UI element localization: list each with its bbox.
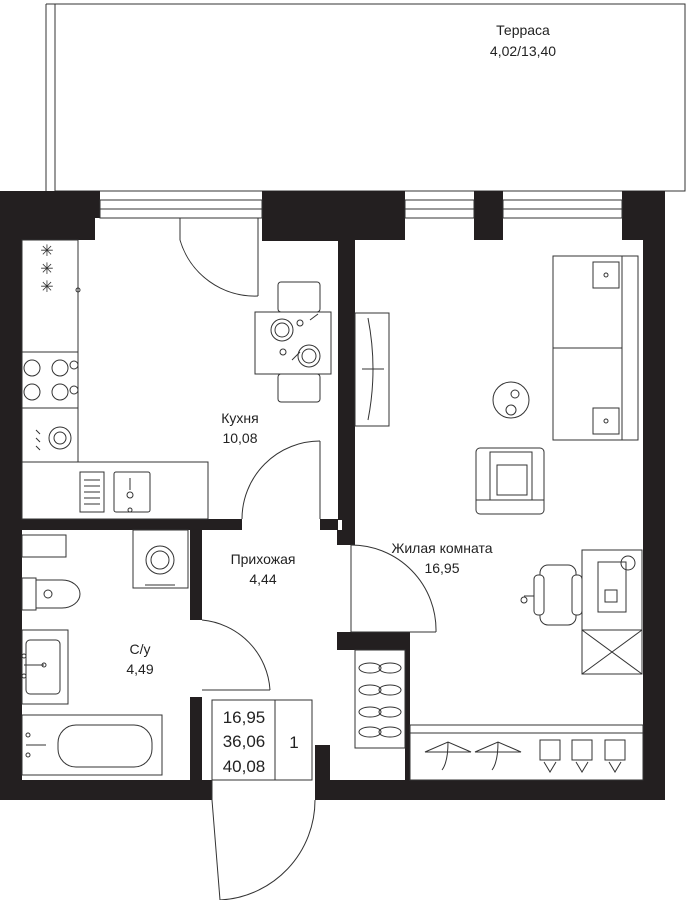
- svg-text:✳: ✳: [40, 279, 53, 296]
- kitchen-furniture: ✳ ✳ ✳: [21, 239, 332, 520]
- sink-icon: [21, 629, 69, 705]
- window-icon: [99, 199, 623, 219]
- bathroom-name: С/у: [130, 641, 151, 657]
- door-icon: [241, 440, 321, 520]
- hallway-area: 4,44: [249, 571, 276, 587]
- summary-rooms-count: 1: [289, 733, 298, 752]
- living-name: Жилая комната: [391, 540, 492, 556]
- summary-total-with-terrace: 40,08: [223, 757, 266, 776]
- coffee-table-icon: [492, 381, 530, 419]
- door-icon: [350, 544, 437, 633]
- terrace: Терраса 4,02/13,40: [45, 3, 686, 192]
- bath-shelf: [21, 534, 67, 558]
- kitchen-counter: [21, 239, 79, 463]
- living-area: 16,95: [424, 560, 459, 576]
- sink-icon: [79, 471, 151, 513]
- area-summary: 16,95 36,06 40,08 1: [211, 699, 313, 781]
- hallway: Прихожая 4,44: [231, 551, 296, 587]
- kitchen-area: 10,08: [222, 430, 257, 446]
- living-furniture: Жилая комната 16,95: [354, 255, 643, 675]
- shoes-icon: [354, 649, 406, 749]
- door-icon: [179, 217, 259, 297]
- bathroom-area: 4,49: [126, 661, 153, 677]
- terrace-area: 4,02/13,40: [490, 43, 556, 59]
- hanger-icon: [424, 741, 522, 771]
- summary-living-area: 16,95: [223, 708, 266, 727]
- kitchen-name: Кухня: [221, 410, 258, 426]
- door-icon: [211, 780, 316, 900]
- wardrobe: [409, 724, 644, 781]
- walls: [0, 191, 665, 800]
- bath-hall-wall-lower: [190, 697, 202, 780]
- washing-machine-icon: [132, 529, 189, 589]
- living-wall-stub: [337, 530, 351, 545]
- dishwasher-icon: [35, 426, 72, 451]
- bathroom-furniture: С/у 4,49: [21, 529, 189, 776]
- terrace-outline: [54, 3, 686, 192]
- kitchen-bath-wall: [22, 519, 242, 530]
- sofa-icon: [552, 255, 639, 441]
- office-chair-icon: [520, 564, 583, 626]
- kitchen-hall-wall: [320, 519, 338, 530]
- clothes-icon: [539, 739, 626, 773]
- summary-total-area: 36,06: [223, 732, 266, 751]
- bath-hall-wall-upper: [190, 530, 202, 620]
- svg-text:✳: ✳: [40, 243, 53, 260]
- stove-icon: ✳ ✳ ✳: [21, 243, 81, 409]
- tv-stand-icon: [354, 312, 390, 427]
- door-icon: [201, 619, 271, 691]
- hallway-name: Прихожая: [231, 551, 296, 567]
- bathtub-icon: [21, 714, 163, 776]
- terrace-name: Терраса: [496, 22, 550, 38]
- dining-table-icon: [254, 281, 332, 403]
- svg-text:✳: ✳: [40, 261, 53, 278]
- armchair-icon: [475, 447, 545, 515]
- desk-icon: [581, 549, 643, 675]
- toilet-icon: [21, 577, 81, 611]
